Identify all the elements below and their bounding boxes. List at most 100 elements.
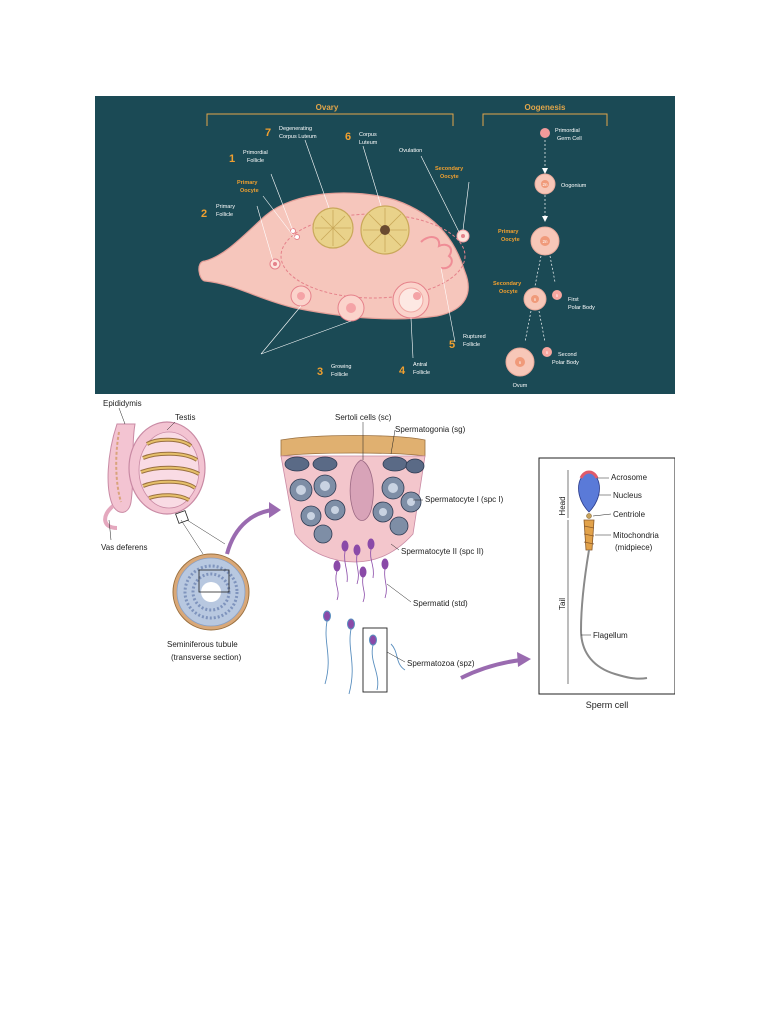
antral-follicle-label-line2: Follicle <box>413 370 430 376</box>
ovulation-label: Ovulation <box>399 148 422 154</box>
spermatogenesis-panel: Epididymis Testis Vas deferens Seminifer… <box>95 394 675 714</box>
tubule-label-line1: Seminiferous tubule <box>167 640 238 649</box>
corpus-luteum-label-line2: Luteum <box>359 140 378 146</box>
first-polar-body-label-line2: Polar Body <box>568 305 595 311</box>
ovary-leader-lines <box>256 139 470 359</box>
zoom-arrow-curved <box>225 508 274 555</box>
growing-oocyte <box>297 292 305 300</box>
label-number-7: 7 <box>265 127 271 139</box>
sertoli-label: Sertoli cells (sc) <box>335 413 392 422</box>
growing-follicle-label-line1: Growing <box>331 364 351 370</box>
primary-oocyte-dot <box>273 262 277 266</box>
oogonium-nucleus <box>541 180 549 188</box>
oogonium-mark: 2n <box>542 182 548 187</box>
second-polar-body-label-line2: Polar Body <box>552 360 579 366</box>
primary-oocyte-nucleus <box>540 236 550 246</box>
primordial-germ-cell-label-line2: Germ Cell <box>557 136 582 142</box>
sperm-cell-illustration <box>578 470 648 680</box>
epididymis-leader <box>118 407 126 425</box>
corpus-luteum <box>360 205 410 255</box>
spermatids <box>333 538 389 603</box>
spermatozoa <box>323 610 406 695</box>
spermatid-leader <box>386 583 412 603</box>
second-polar-body-label-line1: Second <box>558 352 577 358</box>
label-number-4: 4 <box>399 365 406 377</box>
label-number-5: 5 <box>449 339 455 351</box>
oogenesis-arrow-4b <box>538 310 546 343</box>
spermatid-label: Spermatid (std) <box>413 599 468 608</box>
corpus-luteum-label-line1: Corpus <box>359 132 377 138</box>
oogenesis-arrowhead-1 <box>542 168 548 174</box>
oogenesis-secondary-oocyte-label-line2: Oocyte <box>499 289 518 295</box>
ruptured-follicle-label-line1: Ruptured <box>463 334 486 340</box>
oogenesis-secondary-oocyte-label-line1: Secondary <box>493 281 522 287</box>
ovary-oogenesis-panel: Ovary Oogenesis 1 <box>95 96 675 394</box>
head-label: Head <box>558 496 567 515</box>
secondary-oocyte-nucleus <box>531 295 539 303</box>
primordial-germ-cell <box>540 128 550 138</box>
second-polar-body-mark: n <box>546 350 549 355</box>
label-number-3: 3 <box>317 366 323 378</box>
mitochondria-label-line2: (midpiece) <box>615 543 653 552</box>
ovary-bracket <box>206 113 454 126</box>
primordial-germ-cell-label-line1: Primordial <box>555 128 580 134</box>
sperm-cell-caption: Sperm cell <box>586 700 629 710</box>
testis-illustration <box>103 421 206 530</box>
tail-label: Tail <box>558 598 567 610</box>
spermatozoa-highlight-box <box>362 627 388 693</box>
sperm-cell-box <box>538 457 675 695</box>
label-number-6: 6 <box>345 131 351 143</box>
spermatocyte-2-label: Spermatocyte II (spc II) <box>401 547 484 556</box>
ovum-label: Ovum <box>513 383 528 389</box>
spermatocyte-1-label: Spermatocyte I (spc I) <box>425 495 504 504</box>
oogenesis-primary-oocyte-label-line1: Primary <box>498 229 519 235</box>
label-number-2: 2 <box>201 208 207 220</box>
first-polar-body-label-line1: First <box>568 297 579 303</box>
degenerating-corpus-luteum <box>312 207 354 249</box>
centriole-label: Centriole <box>613 510 646 519</box>
zoom-arrow-curved-head <box>269 502 281 518</box>
seminiferous-epithelium <box>280 435 426 563</box>
mitochondria-label-line1: Mitochondria <box>613 531 659 540</box>
primary-oocyte-label-line1: Primary <box>237 180 258 186</box>
growing-follicle-label-line2: Follicle <box>331 372 348 378</box>
vas-deferens-label: Vas deferens <box>101 543 148 552</box>
ruptured-follicle <box>420 236 453 270</box>
spermatogonia-label: Spermatogonia (sg) <box>395 425 466 434</box>
testis-label: Testis <box>175 413 195 422</box>
spermatogonia-leader <box>390 429 396 455</box>
first-polar-body-cell <box>552 290 562 300</box>
spermatozoa-label: Spermatozoa (spz) <box>407 659 475 668</box>
flagellum-label: Flagellum <box>593 631 628 640</box>
testis-leader <box>166 421 176 431</box>
degenerating-cl-label-line1: Degenerating <box>279 126 312 132</box>
primordial-follicle-label-line1: Primordial <box>243 150 268 156</box>
epididymis-label: Epididymis <box>103 399 142 408</box>
spermatocyte-2-leader <box>390 543 400 551</box>
second-polar-body-cell <box>542 347 552 357</box>
secondary-oocyte-label-line1: Secondary <box>435 166 464 172</box>
primary-follicle-label-line2: Follicle <box>216 212 233 218</box>
oogenesis-arrow-3b <box>549 255 556 283</box>
ovary-title: Ovary <box>316 103 339 112</box>
primary-oocyte-label-line2: Oocyte <box>240 188 259 194</box>
oogenesis-arrow-3a <box>534 255 542 287</box>
secondary-oocyte-dot <box>461 234 465 238</box>
oogonium-label: Oogonium <box>561 183 587 189</box>
secondary-oocyte-label-line2: Oocyte <box>440 174 459 180</box>
centriole-leader <box>592 513 612 517</box>
antral-cavity <box>398 287 424 313</box>
oogenesis-arrowhead-2 <box>542 216 548 222</box>
primordial-follicle-label-line2: Follicle <box>247 158 264 164</box>
oogenesis-primary-oocyte-label-line2: Oocyte <box>501 237 520 243</box>
primary-oocyte-mark: 2n <box>542 239 548 244</box>
acrosome-label: Acrosome <box>611 473 648 482</box>
zoom-arrow-straight <box>460 658 522 680</box>
first-polar-body-mark: n <box>556 293 559 298</box>
oogenesis-bracket <box>482 113 608 126</box>
secondary-oocyte-mark: n <box>534 297 537 302</box>
degenerating-cl-label-line2: Corpus Luteum <box>279 134 317 140</box>
primordial-follicle-cell <box>294 234 300 240</box>
oogenesis-title: Oogenesis <box>525 103 566 112</box>
zoom-arrow-straight-head <box>517 652 531 667</box>
